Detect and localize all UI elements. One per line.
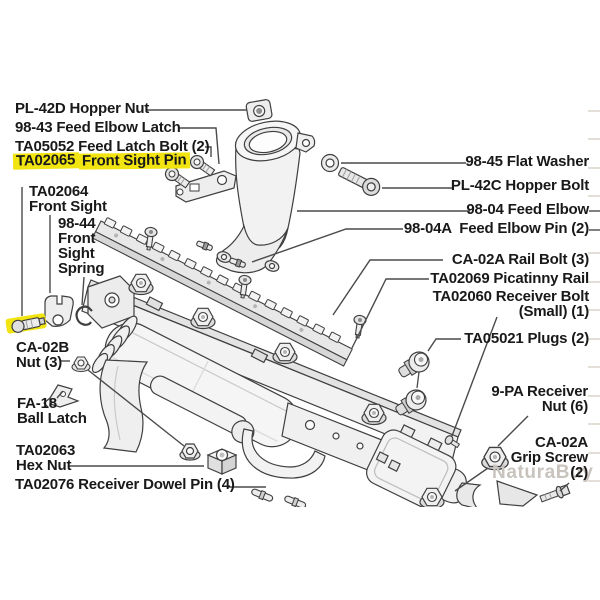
plugs-drawing: [391, 347, 434, 421]
feed-elbow-drawing: [215, 120, 316, 274]
front-sight-drawing: [44, 295, 74, 327]
hex-nuts-drawing: [179, 443, 238, 475]
scan-cutoff: [0, 507, 600, 600]
front-sight-pin-drawing: [5, 313, 47, 334]
label-ca02b-nut: CA-02B Nut (3): [16, 339, 69, 371]
label-hex-nut: TA02063 Hex Nut: [16, 442, 76, 474]
ca02b-nut-drawing: [71, 356, 91, 373]
scan-edge-ticks: [588, 110, 600, 482]
label-receiver-nut: 9-PA Receiver Nut (6): [491, 383, 588, 415]
label-receiver-dowel-pin: TA02076 Receiver Dowel Pin (4): [15, 476, 235, 493]
hopper-bolt-drawing: [338, 167, 381, 196]
dowel-pins-drawing: [249, 486, 308, 511]
label-plugs: TA05021 Plugs (2): [464, 330, 589, 347]
grip-parts-drawing: [456, 480, 571, 511]
label-front-sight-pin-highlighted: TA02065 Front Sight Pin: [12, 151, 191, 170]
receiver-body-drawing: [81, 275, 467, 510]
naturabuy-watermark: NaturaBuy: [492, 462, 594, 483]
label-flat-washer: 98-45 Flat Washer: [465, 153, 589, 170]
label-feed-latch-bolt: TA05052 Feed Latch Bolt (2): [15, 138, 210, 155]
label-front-sight-spring: 98-44 Front Sight Spring: [58, 215, 105, 277]
label-receiver-bolt-small: TA02060 Receiver Bolt (Small) (1): [432, 288, 590, 320]
label-picatinny-rail: TA02069 Picatinny Rail: [430, 270, 589, 287]
label-rail-bolt: CA-02A Rail Bolt (3): [451, 251, 589, 268]
label-feed-elbow: 98-04 Feed Elbow: [466, 201, 589, 218]
flat-washer-drawing: [320, 153, 340, 173]
picatinny-rail-drawing: [91, 216, 354, 367]
leader-lines: [21, 109, 600, 492]
label-front-sight: TA02064 Front Sight: [29, 183, 107, 215]
label-hopper-nut: PL-42D Hopper Nut: [15, 100, 150, 117]
label-hopper-bolt: PL-42C Hopper Bolt: [450, 177, 589, 194]
feed-latch-drawing: [162, 152, 237, 203]
label-ball-latch: FA-18 Ball Latch: [17, 395, 87, 427]
hopper-nut-drawing: [245, 99, 273, 122]
label-feed-elbow-latch: 98-43 Feed Elbow Latch: [15, 119, 181, 136]
front-sight-spring-drawing: [75, 305, 93, 326]
label-grip-screw: CA-02A Grip Screw (2): [510, 434, 588, 481]
label-feed-elbow-pin: 98-04A Feed Elbow Pin (2): [403, 220, 589, 237]
